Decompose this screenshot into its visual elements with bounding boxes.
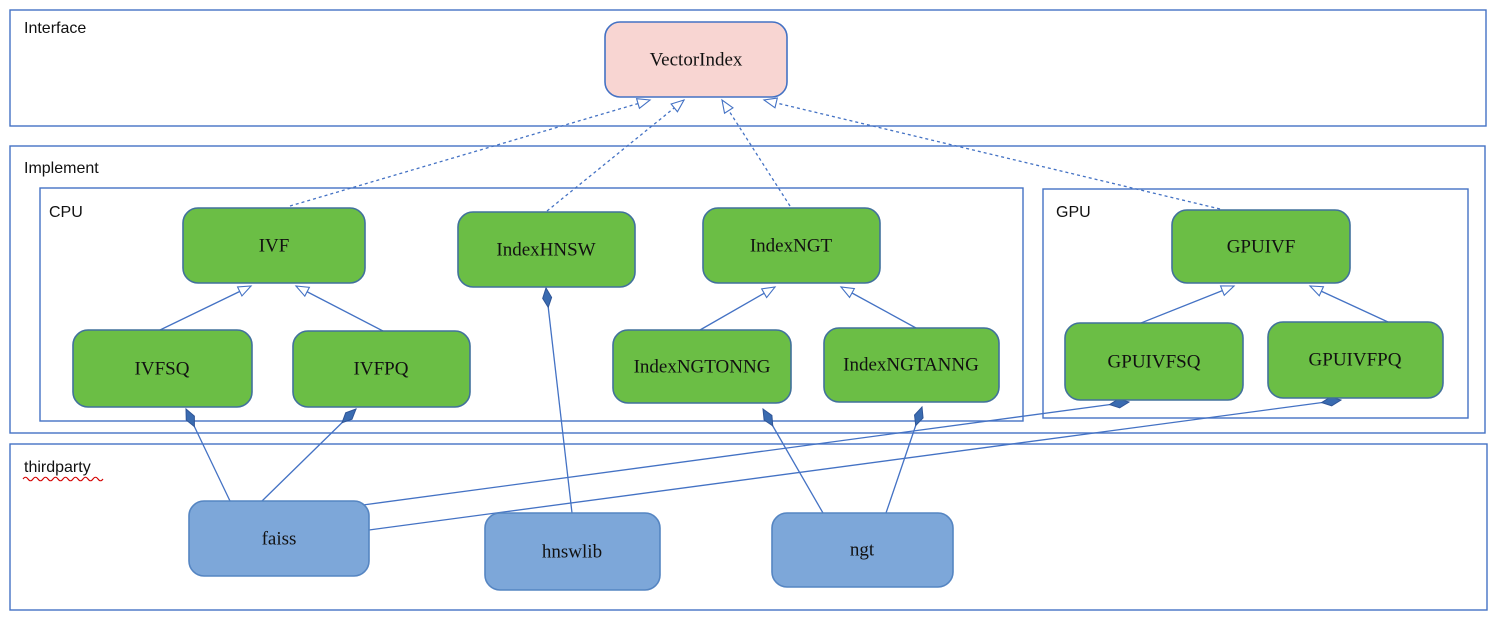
node-ivf-shape [182,207,366,284]
node-ivfsq-label: IVFSQ [135,359,190,380]
container-cpu-label: CPU [49,204,83,221]
container-gpu-label: GPU [1056,204,1091,221]
node-ivfsq: IVFSQ [72,329,253,408]
node-vectorindex-label: VectorIndex [650,50,743,71]
spellcheck-underline [22,476,104,482]
container-interface-label: Interface [24,20,86,37]
node-indexhnsw: IndexHNSW [457,211,636,288]
node-indexngt: IndexNGT [702,207,881,284]
node-ngt-shape [771,512,954,588]
node-ivf: IVF [182,207,366,284]
container-cpu [39,187,1024,422]
node-gpuivf-shape [1171,209,1351,284]
node-gpuivfsq-label: GPUIVFSQ [1108,352,1201,373]
node-hnswlib: hnswlib [484,512,661,591]
node-gpuivfpq-label: GPUIVFPQ [1309,350,1402,371]
container-implement-label: Implement [24,160,99,177]
edge-generalization-indexngtanng-indexngt [839,286,917,329]
node-indexngtonng-label: IndexNGTONNG [634,357,771,378]
node-indexngtanng-label: IndexNGTANNG [843,355,979,376]
node-ivfpq: IVFPQ [292,330,471,408]
node-faiss-shape [188,500,370,577]
node-faiss-label: faiss [262,529,297,550]
edge-composition-faiss-ivfsq [185,409,231,502]
node-hnswlib-shape [484,512,661,591]
edge-generalization-ivfsq-ivf [159,285,253,331]
node-ivfpq-label: IVFPQ [354,359,409,380]
edge-generalization-gpuivfsq-gpuivf [1140,285,1236,324]
node-indexngtonng-shape [612,329,792,404]
node-indexngtonng: IndexNGTONNG [612,329,792,404]
edge-generalization-indexngtonng-indexngt [699,286,777,331]
edge-generalization-gpuivfpq-gpuivf [1308,285,1389,323]
edge-generalization-ivfpq-ivf [294,285,384,332]
node-indexhnsw-label: IndexHNSW [496,240,595,261]
node-faiss: faiss [188,500,370,577]
edge-realization-indexhnsw-vectorindex [546,99,686,212]
node-gpuivfsq: GPUIVFSQ [1064,322,1244,401]
edge-composition-faiss-gpuivfsq [362,402,1129,506]
node-indexngtanng: IndexNGTANNG [823,327,1000,403]
edge-realization-ivf-vectorindex [289,98,652,207]
edge-composition-ngt-indexngtonng [763,409,824,514]
node-vectorindex-shape [604,21,788,98]
node-hnswlib-label: hnswlib [542,542,602,563]
node-indexhnsw-shape [457,211,636,288]
container-interface [9,9,1487,127]
node-ivfsq-shape [72,329,253,408]
node-ivfpq-shape [292,330,471,408]
container-gpu [1042,188,1469,419]
node-indexngt-shape [702,207,881,284]
node-gpuivfpq: GPUIVFPQ [1267,321,1444,399]
container-thirdparty-label: thirdparty [24,459,91,476]
node-indexngt-label: IndexNGT [750,236,833,257]
node-ivf-label: IVF [259,236,290,257]
edge-realization-indexngt-vectorindex [721,98,791,207]
edge-realization-gpuivf-vectorindex [762,97,1221,210]
node-vectorindex: VectorIndex [604,21,788,98]
edge-composition-ngt-indexngtanng [885,407,922,514]
edge-composition-hnswlib-indexhnsw [546,288,573,514]
container-implement [9,145,1486,434]
node-gpuivf-label: GPUIVF [1227,237,1296,258]
node-ngt: ngt [771,512,954,588]
node-ngt-label: ngt [850,540,875,561]
container-thirdparty [9,443,1488,611]
edge-composition-faiss-gpuivfpq [368,400,1341,531]
node-indexngtanng-shape [823,327,1000,403]
node-gpuivf: GPUIVF [1171,209,1351,284]
edge-composition-faiss-ivfpq [261,409,356,502]
node-gpuivfsq-shape [1064,322,1244,401]
node-gpuivfpq-shape [1267,321,1444,399]
